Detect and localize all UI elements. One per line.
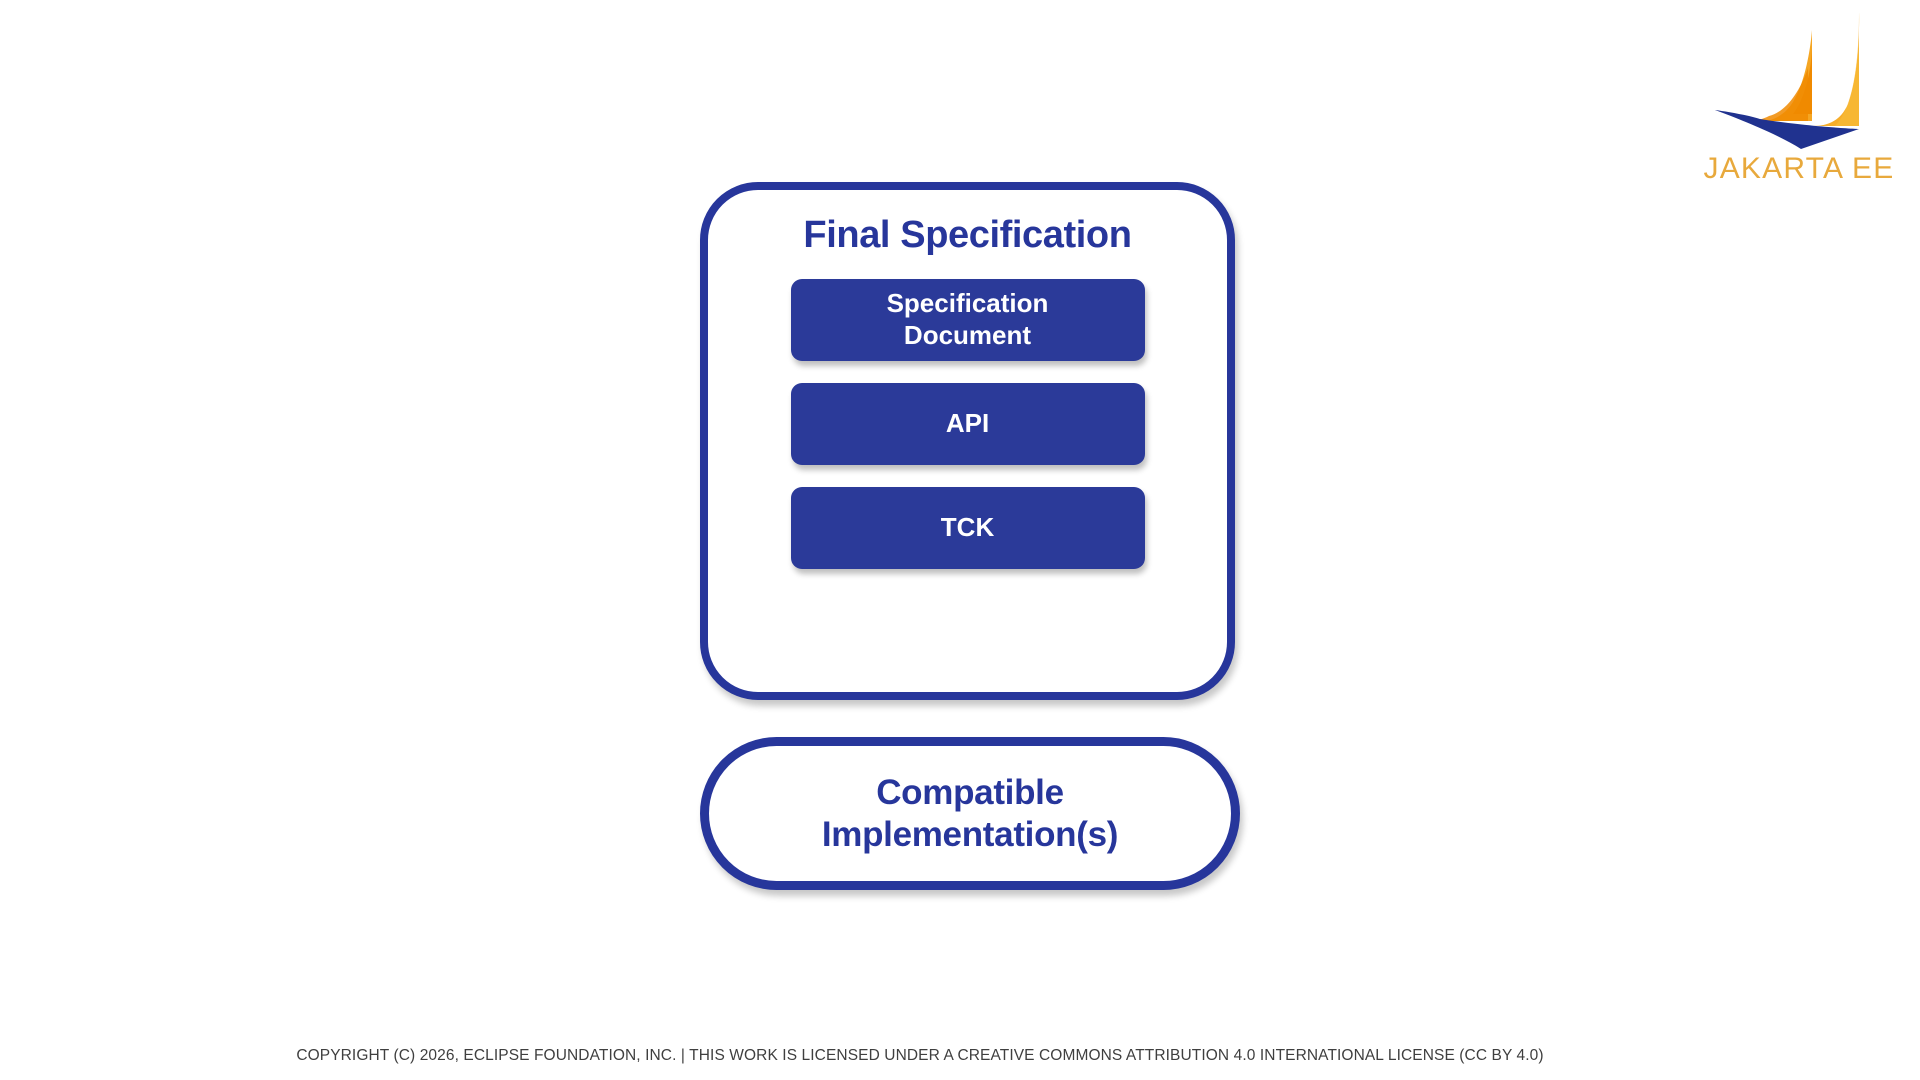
- artifact-specification-document: Specification Document: [790, 278, 1145, 361]
- jakarta-ee-sailboat-icon: [1715, 12, 1860, 149]
- artifact-api: API: [790, 382, 1145, 465]
- final-specification-card: Final Specification Specification Docume…: [700, 182, 1235, 700]
- jakarta-ee-brand: JAKARTA EE: [1694, 8, 1904, 208]
- footer-copyright: COPYRIGHT (C) 2026, ECLIPSE FOUNDATION, …: [296, 1047, 1544, 1064]
- specification-artifact-stack: Specification Document API TCK: [790, 278, 1145, 569]
- compatible-implementations-label: Compatible Implementation(s): [821, 773, 1119, 854]
- brand-wordmark: JAKARTA EE: [1703, 152, 1895, 185]
- artifact-tck: TCK: [790, 486, 1145, 569]
- compatible-implementations-pill: Compatible Implementation(s): [700, 737, 1240, 890]
- final-specification-title: Final Specification: [803, 214, 1132, 256]
